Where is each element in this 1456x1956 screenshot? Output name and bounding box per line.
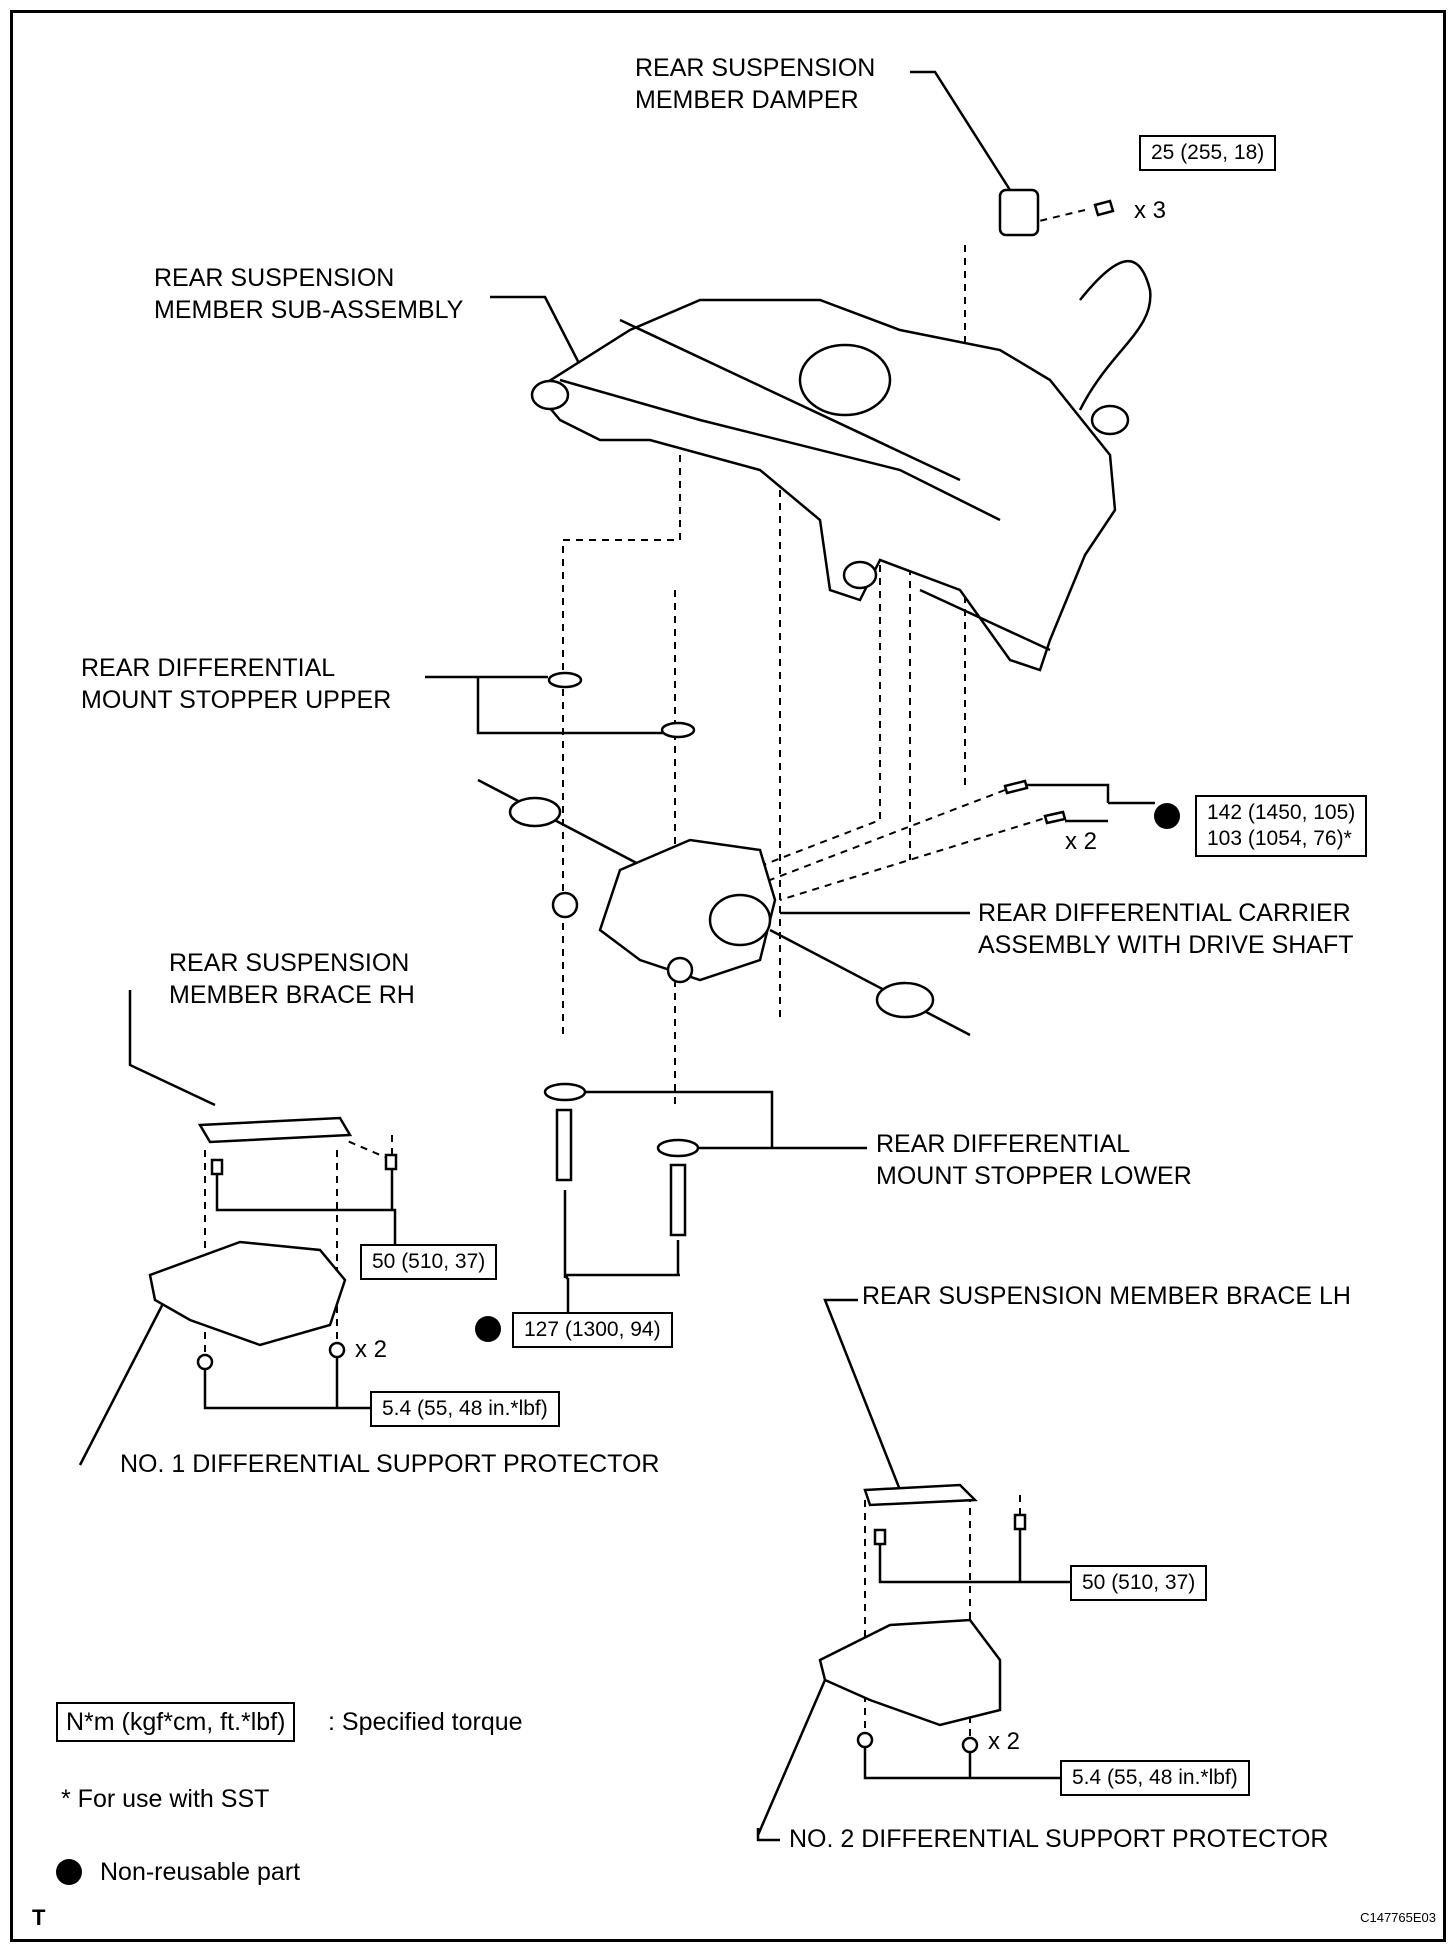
label-stopper-upper: REAR DIFFERENTIAL MOUNT STOPPER UPPER <box>81 652 391 716</box>
torque-carrier: 142 (1450, 105) 103 (1054, 76)* <box>1195 795 1368 857</box>
label-damper: REAR SUSPENSION MEMBER DAMPER <box>635 52 875 116</box>
mount-bolt-1 <box>555 1108 573 1182</box>
leader-carrier <box>1020 783 1155 823</box>
leader-mount-bolts <box>563 1190 680 1280</box>
label-line: REAR SUSPENSION <box>169 949 410 977</box>
leader-brace-rh <box>128 990 216 1107</box>
drive-shaft-right <box>769 928 971 1037</box>
label-line: MEMBER SUB-ASSEMBLY <box>154 296 464 324</box>
label-stopper-lower: REAR DIFFERENTIAL MOUNT STOPPER LOWER <box>876 1128 1192 1192</box>
label-carrier: REAR DIFFERENTIAL CARRIER ASSEMBLY WITH … <box>978 897 1354 961</box>
parts <box>148 188 1152 1754</box>
label-sub-assembly: REAR SUSPENSION MEMBER SUB-ASSEMBLY <box>154 262 463 326</box>
label-line: MOUNT STOPPER UPPER <box>81 686 392 714</box>
label-line: REAR SUSPENSION <box>635 54 876 82</box>
corner-mark: T <box>32 1905 46 1930</box>
label-line: ASSEMBLY WITH DRIVE SHAFT <box>978 931 1354 959</box>
stopper-lower-1 <box>543 1082 587 1102</box>
damper-part <box>998 188 1040 237</box>
torque-damper: 25 (255, 18) <box>1139 135 1277 171</box>
leader-protector-1-bolts <box>203 1355 370 1410</box>
torque-brace-lh: 50 (510, 37) <box>1070 1565 1208 1601</box>
leader-damper <box>910 70 1012 191</box>
mount-bolt-2 <box>669 1163 687 1237</box>
qty-protector-1: x 2 <box>355 1336 388 1363</box>
protector-2-part <box>818 1618 1002 1727</box>
legend-sst: * For use with SST <box>61 1785 270 1813</box>
torque-line: 142 (1450, 105) <box>1207 801 1356 824</box>
label-line: MEMBER BRACE RH <box>169 981 415 1009</box>
protector-1-part <box>148 1240 347 1347</box>
non-reusable-dot-legend <box>56 1859 82 1885</box>
label-line: MOUNT STOPPER LOWER <box>876 1162 1192 1190</box>
label-line: MEMBER DAMPER <box>635 86 859 114</box>
label-brace-rh: REAR SUSPENSION MEMBER BRACE RH <box>169 947 415 1011</box>
stopper-lower-2 <box>656 1138 700 1158</box>
label-protector-2: NO. 2 DIFFERENTIAL SUPPORT PROTECTOR <box>789 1825 1329 1853</box>
diagram-frame <box>10 10 1446 1942</box>
leader-sub-assembly <box>490 295 587 376</box>
leader-brace-rh-bolts <box>215 1160 397 1244</box>
suspension-member-part <box>533 298 1117 672</box>
brace-lh-part <box>863 1483 978 1507</box>
leader-protector-1 <box>78 1289 172 1466</box>
leader-brace-lh <box>823 1298 902 1491</box>
drive-shaft-left <box>477 778 651 872</box>
leader-stopper-upper <box>425 675 665 735</box>
non-reusable-dot-mount-bolt <box>475 1316 501 1342</box>
damper-bolt <box>1093 199 1115 217</box>
qty-protector-2: x 2 <box>988 1728 1021 1755</box>
label-brace-lh: REAR SUSPENSION MEMBER BRACE LH <box>862 1282 1351 1310</box>
torque-mount-bolt: 127 (1300, 94) <box>512 1312 673 1348</box>
stopper-upper-1 <box>547 671 583 689</box>
leader-protector-2 <box>756 1679 827 1842</box>
brace-rh-part <box>197 1116 353 1144</box>
leader-stopper-lower <box>585 1090 867 1150</box>
legend-torque-box: N*m (kgf*cm, ft.*lbf) <box>56 1702 296 1742</box>
label-line: REAR SUSPENSION <box>154 264 395 292</box>
non-reusable-dot-carrier <box>1154 803 1180 829</box>
leader-brace-lh-bolts <box>878 1530 1070 1584</box>
torque-line: 103 (1054, 76)* <box>1207 827 1352 850</box>
torque-brace-rh: 50 (510, 37) <box>360 1244 498 1280</box>
label-line: REAR DIFFERENTIAL <box>81 654 336 682</box>
qty-damper: x 3 <box>1134 197 1167 224</box>
torque-protector-2: 5.4 (55, 48 in.*lbf) <box>1060 1760 1250 1796</box>
qty-carrier: x 2 <box>1065 828 1098 855</box>
stopper-upper-2 <box>660 721 696 739</box>
torque-protector-1: 5.4 (55, 48 in.*lbf) <box>370 1391 560 1427</box>
label-line: REAR DIFFERENTIAL CARRIER <box>978 899 1351 927</box>
legend-non-reusable: Non-reusable part <box>100 1858 301 1886</box>
label-protector-1: NO. 1 DIFFERENTIAL SUPPORT PROTECTOR <box>120 1450 660 1478</box>
label-line: REAR DIFFERENTIAL <box>876 1130 1131 1158</box>
figure-code: C147765E03 <box>1360 1910 1436 1925</box>
leader-protector-2-bolts <box>863 1745 1060 1780</box>
legend-torque-text: : Specified torque <box>328 1708 523 1736</box>
